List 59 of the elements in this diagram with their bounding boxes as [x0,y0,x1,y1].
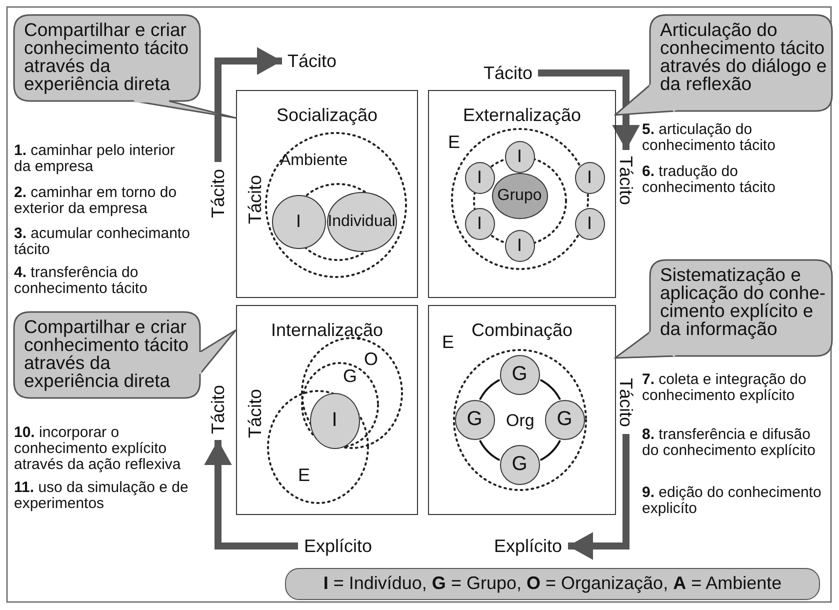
key-box: I = Indivíduo, G = Grupo, O = Organização, A = Ambiente [285,568,820,600]
circle-node: G [500,354,540,394]
circle-node: I [574,162,604,194]
axis-label: Tácito [615,150,637,212]
circle-node: Grupo [492,172,548,218]
diagram-label: G [343,366,358,387]
diagram-label: Tácito [244,173,266,226]
connector-line [479,440,500,461]
list-item: 6. tradução do conhecimento tácito [642,164,776,196]
diagram-label: E [442,332,454,353]
quadrant-box [236,305,418,515]
list-item: 7. coleta e integração do conhecimento explícito [642,372,808,404]
connector-line [479,379,500,400]
circle-node: G [500,444,540,484]
connector-line [540,440,561,461]
list-item: 4. transferência do conhecimento tácito [14,265,148,297]
axis-label: Tácito [478,62,538,84]
list-item: 10. incorporar o conhecimento explícito através da ação reflexiva [14,425,182,473]
circle-node: G [454,400,494,440]
axis-label: Tácito [615,372,637,434]
list-item: 3. acumular conhecimanto tácito [14,226,191,258]
quadrant-box [236,90,418,298]
circle-node: I [464,208,494,240]
circle-node: I [504,230,534,262]
list-item: 1. caminhar pelo interior da empresa [14,143,176,175]
process-arrow [204,440,298,550]
diagram-label: E [298,465,310,486]
quadrant-title: Socialização [275,105,379,126]
process-arrow [568,434,630,560]
quadrant-box [428,305,616,515]
diagram-label: O [364,349,378,370]
list-item: 8. transferência e difusão do conhecimento explícito [642,427,816,459]
list-item: 11. uso da simulação e de experimentos [14,480,190,512]
axis-label: Explícito [488,535,568,557]
axis-label: Tácito [207,378,229,440]
diagram-label: E [448,132,460,153]
circle-node: Individual [326,192,396,252]
list-item: 2. caminhar em torno do exterior da empresa [14,185,178,217]
circle-node: I [310,392,360,448]
quadrant-title: Externalização [462,105,582,126]
diagram-label: Tácito [244,387,266,440]
circle-node: G [544,400,584,440]
quadrant-title: Internalização [270,320,384,341]
list-item: 9. edição do conhecimento explicíto [642,485,822,517]
quadrant-box [428,90,616,298]
circle-node: I [464,162,494,194]
connector-line [540,379,561,400]
process-arrow [214,47,282,162]
axis-label: Explícito [298,535,378,557]
diagram-label: Org [506,411,534,431]
diagram-label: Ambiente [280,152,348,170]
quadrant-title: Combinação [470,320,574,341]
circle-node: I [272,194,326,248]
process-arrow [538,70,640,150]
circle-node: I [504,140,534,172]
list-item: 5. articulação do conhecimento tácito [642,122,776,154]
axis-label: Tácito [282,50,342,72]
axis-label: Tácito [207,162,229,224]
circle-node: I [574,208,604,240]
